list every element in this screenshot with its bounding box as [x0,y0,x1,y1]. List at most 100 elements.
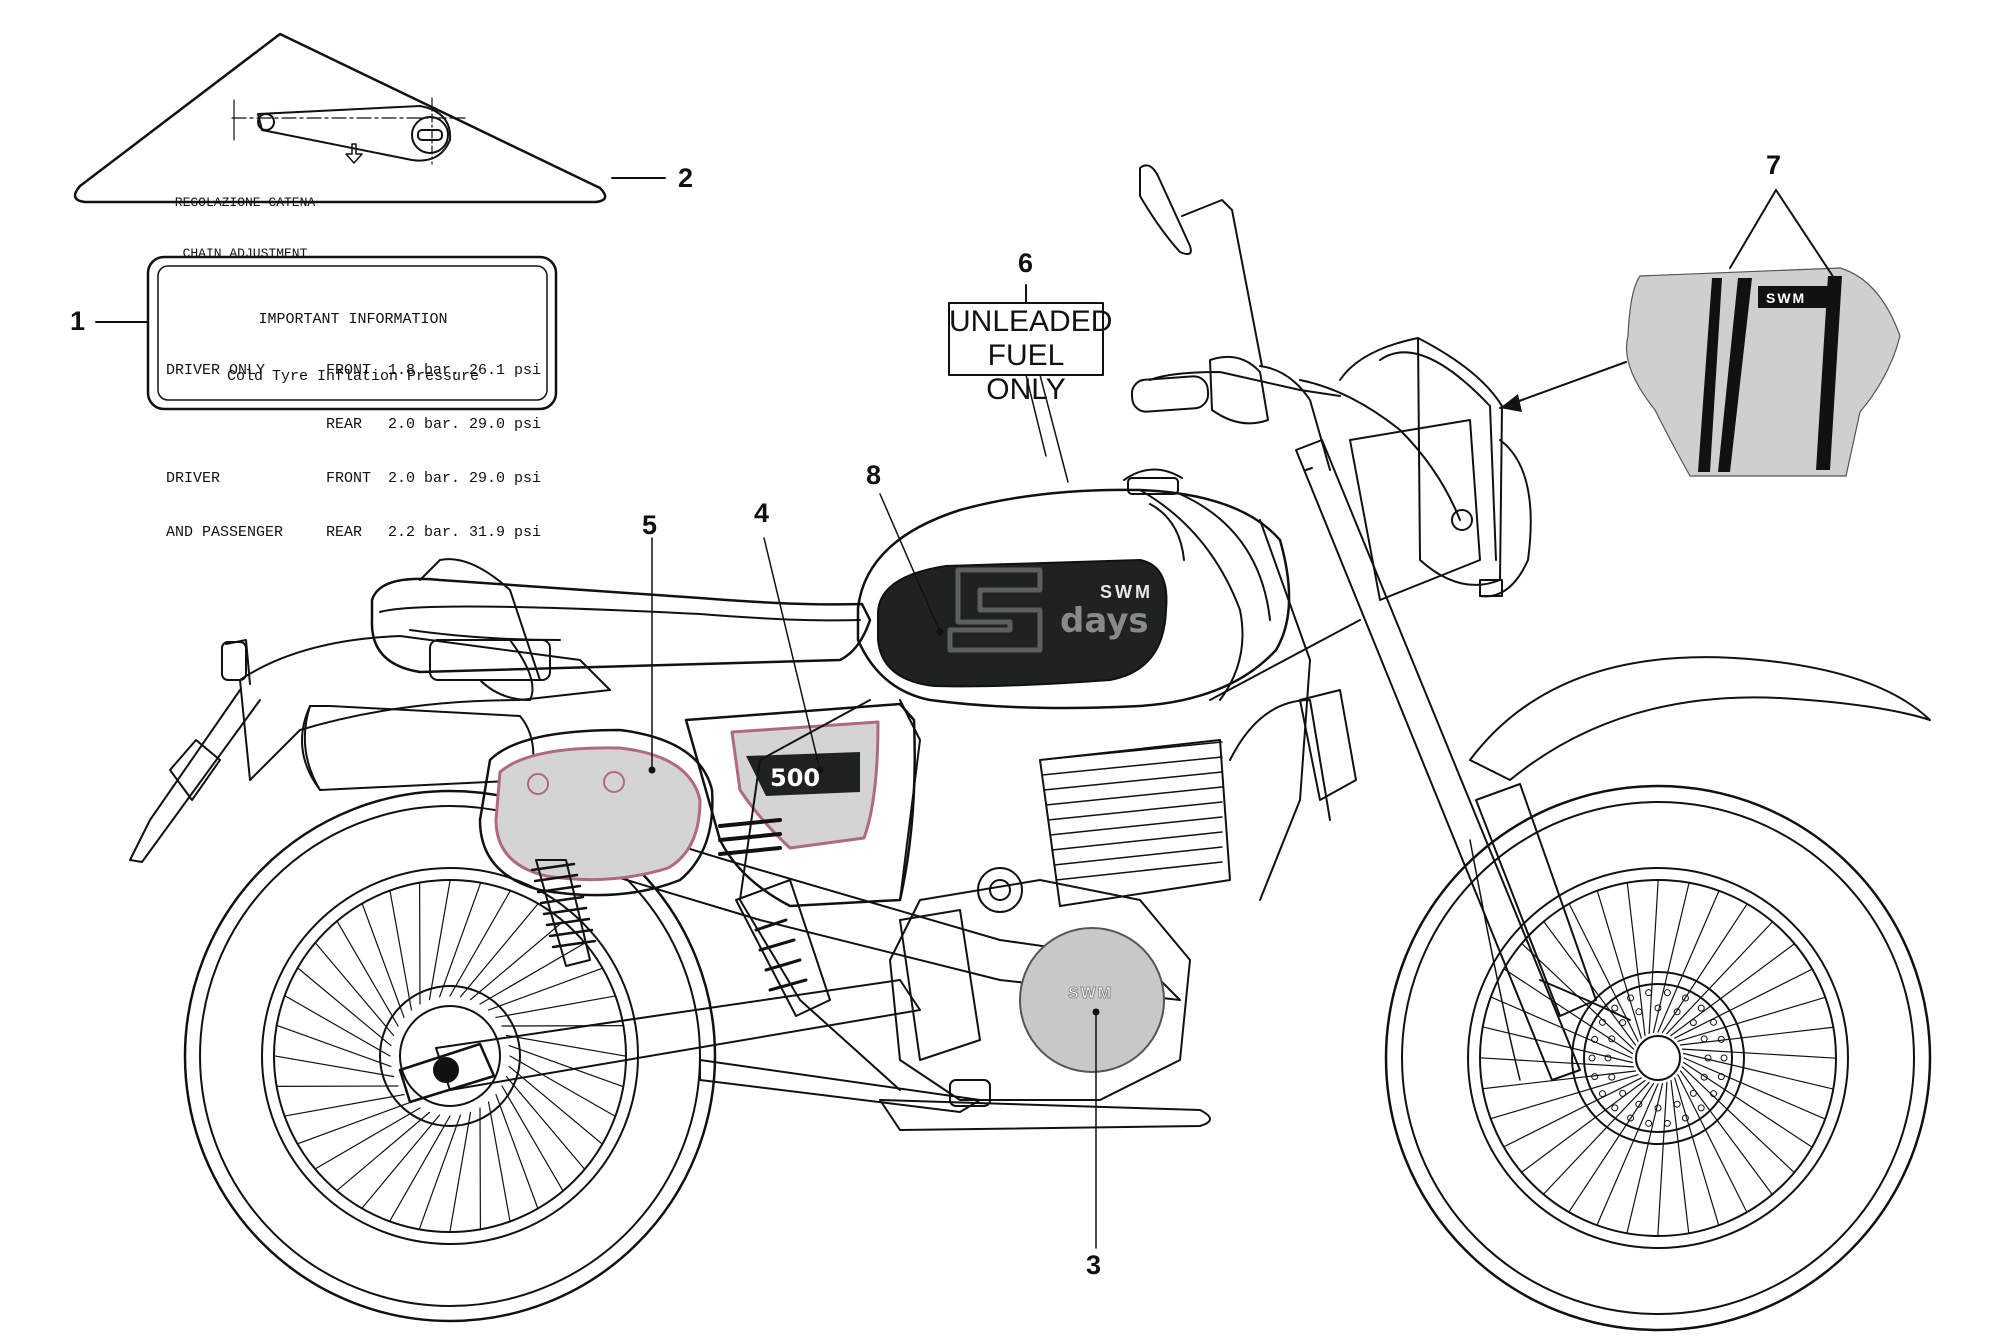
cooling-fin [1040,742,1222,760]
spoke [489,1102,510,1221]
leader-line-7a [1730,190,1776,268]
disc-hole [1592,1074,1598,1080]
disc-hole [1646,990,1652,996]
side-panels [480,704,915,906]
chain-label-line2: CHAIN ADJUSTMENT [100,245,390,262]
disc-hole [1636,1009,1642,1015]
disc-hole [1664,1120,1670,1126]
cooling-fin [1048,802,1222,820]
callout-1: 1 [70,308,85,335]
disc-hole [1674,1101,1680,1107]
spoke [315,1108,420,1169]
headlight-nacelle [1340,338,1531,600]
handlebar-and-mirror [1131,165,1460,520]
spoke [450,1112,471,1232]
fuel-label-line2: FUEL ONLY [949,339,1103,407]
disc-hole [1620,1090,1626,1096]
disc-hole [1705,1055,1711,1061]
disc-hole [1599,1091,1605,1097]
front-fender [1470,657,1930,780]
engine-decal-brand: SWM [1068,985,1113,1002]
disc-hole [1589,1055,1595,1061]
callout-7: 7 [1766,152,1781,179]
disc-hole [1698,1105,1704,1111]
spoke [1675,1078,1719,1225]
leader-line-7b [1776,190,1834,278]
spoke [1491,1075,1638,1119]
spoke [1483,1027,1633,1063]
cooling-fin [1054,847,1222,865]
spoke [1653,883,1689,1033]
spoke [1522,1081,1645,1173]
front-wheel [1386,786,1930,1330]
spoke [390,891,411,1010]
fuel-label-text: UNLEADED FUEL ONLY [949,305,1103,407]
disc-hole [1718,1036,1724,1042]
spoke [1671,944,1794,1036]
disc-hole [1605,1055,1611,1061]
spoke [480,943,585,1004]
cooling-fin [1056,862,1222,880]
disc-hole [1655,1105,1661,1111]
disc-hole [1721,1055,1727,1061]
disc-hole [1612,1105,1618,1111]
disc-hole [1646,1120,1652,1126]
callout-4: 4 [754,500,769,527]
cooling-fin [1052,832,1222,850]
callout-8: 8 [866,462,881,489]
cooling-fin [1050,817,1222,835]
tank-decal-brand: SWM [1100,582,1153,602]
disc-hole [1682,1115,1688,1121]
disc-hole [1628,995,1634,1001]
disc-hole [1690,1090,1696,1096]
chain-label-text: REGOLAZIONE CATENA CHAIN ADJUSTMENT [100,160,390,279]
cooling-fin [1044,772,1222,790]
windscreen-decal [1500,190,1900,476]
disc-hole [1698,1005,1704,1011]
cooling-fin [1046,787,1222,805]
spoke [1678,997,1825,1041]
disc-hole [1701,1036,1707,1042]
tank-decal-model: days [1060,601,1149,641]
fuel-label-line1: UNLEADED [949,305,1103,339]
disc-hole [1655,1005,1661,1011]
screen-decal-brand: SWM [1766,290,1806,306]
spoke [496,996,615,1017]
disc-hole [1609,1074,1615,1080]
spoke [506,1035,626,1056]
spoke [1627,1084,1663,1234]
spoke [298,968,391,1046]
spoke [460,904,538,997]
tail-light [222,642,246,680]
disc-hole [1664,990,1670,996]
disc-hole [1620,1020,1626,1026]
callout-3: 3 [1086,1252,1101,1279]
airbox-decal [496,748,700,880]
side-panel-decal-text: 500 [770,764,820,792]
spoke [274,1056,394,1077]
spoke [285,1095,404,1116]
callout-6: 6 [1018,250,1033,277]
disc-hole [1612,1005,1618,1011]
chain-label-line1: REGOLAZIONE CATENA [100,194,390,211]
spoke [362,1115,440,1208]
disc-hole [1690,1020,1696,1026]
spoke [429,880,450,1000]
callout-2: 2 [678,165,693,192]
engine [890,690,1356,1106]
seat [372,559,870,700]
callout-5: 5 [642,512,657,539]
spoke [502,1086,563,1191]
cooling-fin [1042,757,1222,775]
arrow-head-icon [1500,394,1522,412]
spoke [1681,1071,1773,1194]
spoke [1684,1053,1834,1089]
front-fork [1296,440,1630,1080]
disc-hole [1711,1019,1717,1025]
